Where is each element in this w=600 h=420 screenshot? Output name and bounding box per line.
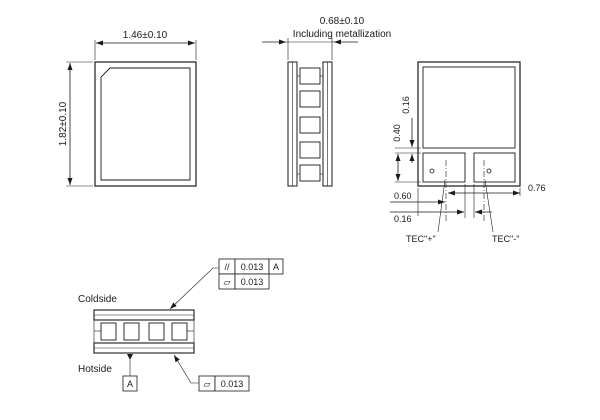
side-view-pellet: [299, 67, 321, 85]
parallelism-datum: A: [273, 262, 279, 272]
flatness-top-value: 0.013: [241, 277, 264, 287]
parallelism-icon: //: [224, 262, 230, 272]
flatness-icon: ▱: [224, 277, 231, 287]
tec-minus-pad-hole: [486, 168, 492, 174]
width-dimension-text: 1.46±0.10: [123, 30, 168, 41]
datum-box: [122, 375, 138, 392]
tec-plus-label: TEC"+": [406, 234, 436, 244]
tec-plus-pad: [422, 152, 466, 183]
side-view-pellet: [299, 116, 321, 134]
bottom-view-ceramic: [422, 66, 516, 149]
parallelism-value: 0.013: [241, 262, 264, 272]
flatness-bottom-value: 0.013: [221, 379, 244, 389]
tec-plus-pad-hole: [429, 168, 435, 174]
section-view: Coldside Hotside // 0.013 A ▱ 0.013: [78, 258, 284, 392]
top-view-inner-plate: [100, 67, 191, 181]
section-pellet: [148, 322, 165, 341]
hotside-label: Hotside: [78, 364, 112, 375]
pad-offset-dim-text: 0.40: [392, 124, 402, 142]
thickness-note-text: Including metallization: [293, 29, 391, 40]
coldside-label: Coldside: [78, 294, 117, 305]
dim-016-bottom-text: 0.16: [394, 214, 412, 224]
tec-minus-pad: [473, 152, 516, 183]
thickness-dimension-text: 0.68±0.10: [320, 16, 365, 27]
gdt-bottom-frame: ▱ 0.013: [198, 375, 250, 392]
gdt-top-leader: [169, 267, 219, 310]
side-view-pellet: [299, 164, 321, 182]
bottom-view: 0.16 0.40 0.76 0.60 0.16 TEC"+" TEC"-": [390, 61, 546, 244]
tec-minus-leader: [484, 179, 494, 233]
section-pellet: [100, 322, 117, 341]
height-dimension-text: 1.82±0.10: [58, 101, 69, 146]
section-pellet: [123, 322, 140, 341]
dim-076-text: 0.76: [528, 183, 546, 193]
flatness-icon: ▱: [204, 379, 211, 389]
side-view-pellet: [299, 141, 321, 159]
side-view-pellet: [299, 90, 321, 108]
dim-060-text: 0.60: [394, 191, 412, 201]
tec-plus-leader: [437, 179, 446, 233]
datum-label: A: [127, 379, 133, 389]
top-view-outline: [94, 61, 197, 187]
tec-minus-label: TEC"-": [492, 234, 519, 244]
gdt-top-frame: // 0.013 A ▱ 0.013: [218, 258, 284, 290]
gdt-bottom-leader: [173, 354, 199, 384]
pad-height-dim-text: 0.16: [401, 96, 411, 114]
top-view: 1.46±0.10 1.82±0.10: [58, 30, 197, 187]
datum-triangle-icon: [127, 354, 133, 360]
side-view: 0.68±0.10 Including metallization: [262, 16, 391, 187]
section-pellet: [171, 322, 188, 341]
